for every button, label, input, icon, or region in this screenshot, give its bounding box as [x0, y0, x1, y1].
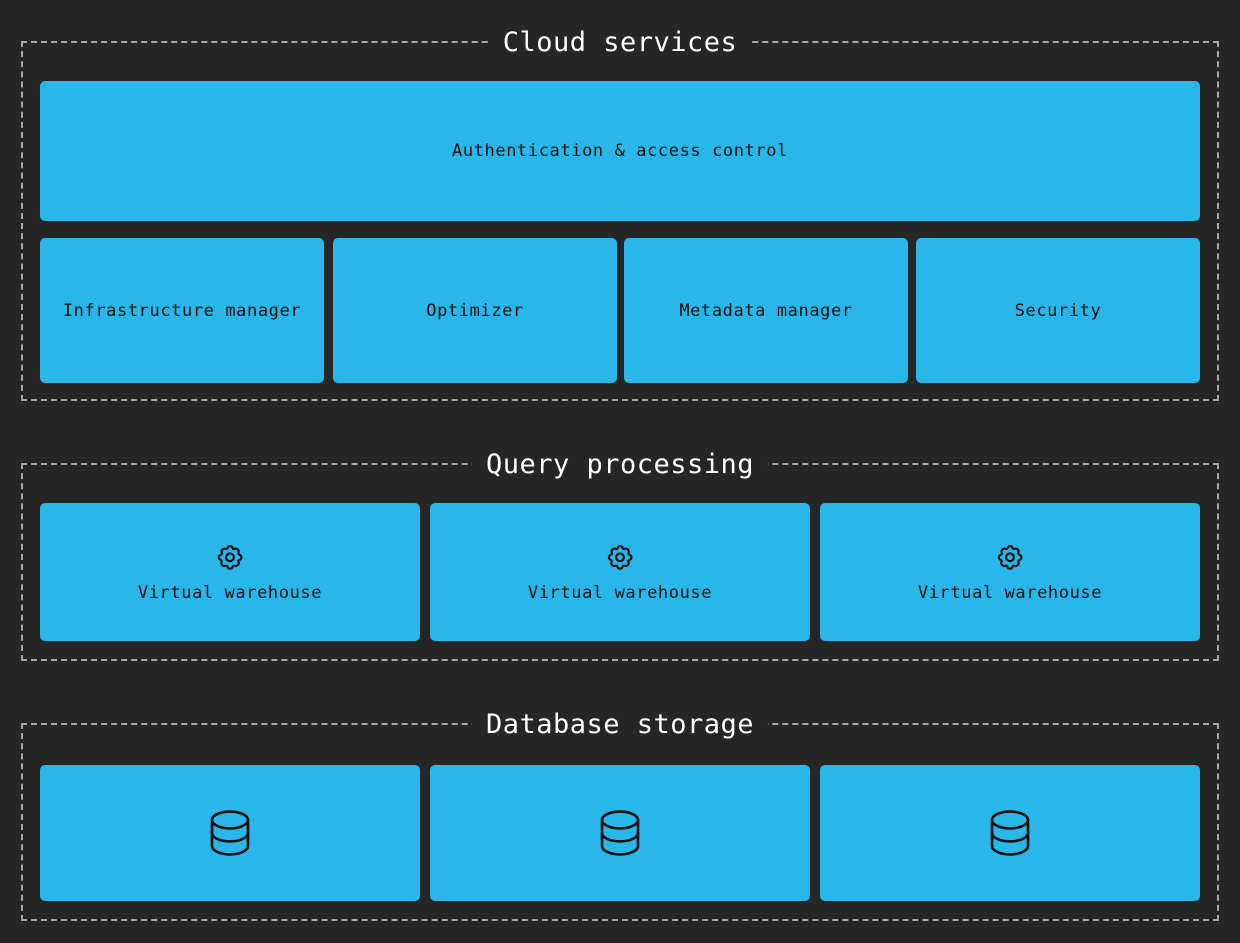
- node-label: Infrastructure manager: [62, 300, 302, 321]
- node-database-storage-3[interactable]: [820, 765, 1200, 901]
- section-query-processing: Query processing: [21, 449, 1219, 661]
- section-title-cloud-services: Cloud services: [488, 27, 752, 59]
- node-metadata-manager[interactable]: Metadata manager: [624, 238, 908, 383]
- node-label: Virtual warehouse: [527, 583, 713, 603]
- database-icon: [598, 808, 642, 858]
- section-cloud-services: Cloud services: [21, 27, 1219, 401]
- node-authentication-access-control[interactable]: Authentication & access control: [40, 81, 1200, 221]
- node-label: Security: [1014, 300, 1102, 321]
- gear-icon: [605, 542, 635, 572]
- section-title-database-storage: Database storage: [471, 709, 769, 741]
- node-database-storage-1[interactable]: [40, 765, 420, 901]
- node-label: Optimizer: [426, 300, 524, 321]
- node-label: Virtual warehouse: [917, 583, 1103, 603]
- node-infrastructure-manager[interactable]: Infrastructure manager: [40, 238, 324, 383]
- node-security[interactable]: Security: [916, 238, 1200, 383]
- node-database-storage-2[interactable]: [430, 765, 810, 901]
- node-label: Metadata manager: [679, 300, 853, 321]
- section-title-query-processing: Query processing: [471, 449, 769, 481]
- node-virtual-warehouse-3[interactable]: Virtual warehouse: [820, 503, 1200, 641]
- section-database-storage: Database storage: [21, 709, 1219, 921]
- node-virtual-warehouse-2[interactable]: Virtual warehouse: [430, 503, 810, 641]
- gear-icon: [215, 542, 245, 572]
- node-label: Authentication & access control: [452, 141, 788, 161]
- node-optimizer[interactable]: Optimizer: [333, 238, 617, 383]
- node-virtual-warehouse-1[interactable]: Virtual warehouse: [40, 503, 420, 641]
- gear-icon: [995, 542, 1025, 572]
- database-icon: [988, 808, 1032, 858]
- node-label: Virtual warehouse: [137, 583, 323, 603]
- database-icon: [208, 808, 252, 858]
